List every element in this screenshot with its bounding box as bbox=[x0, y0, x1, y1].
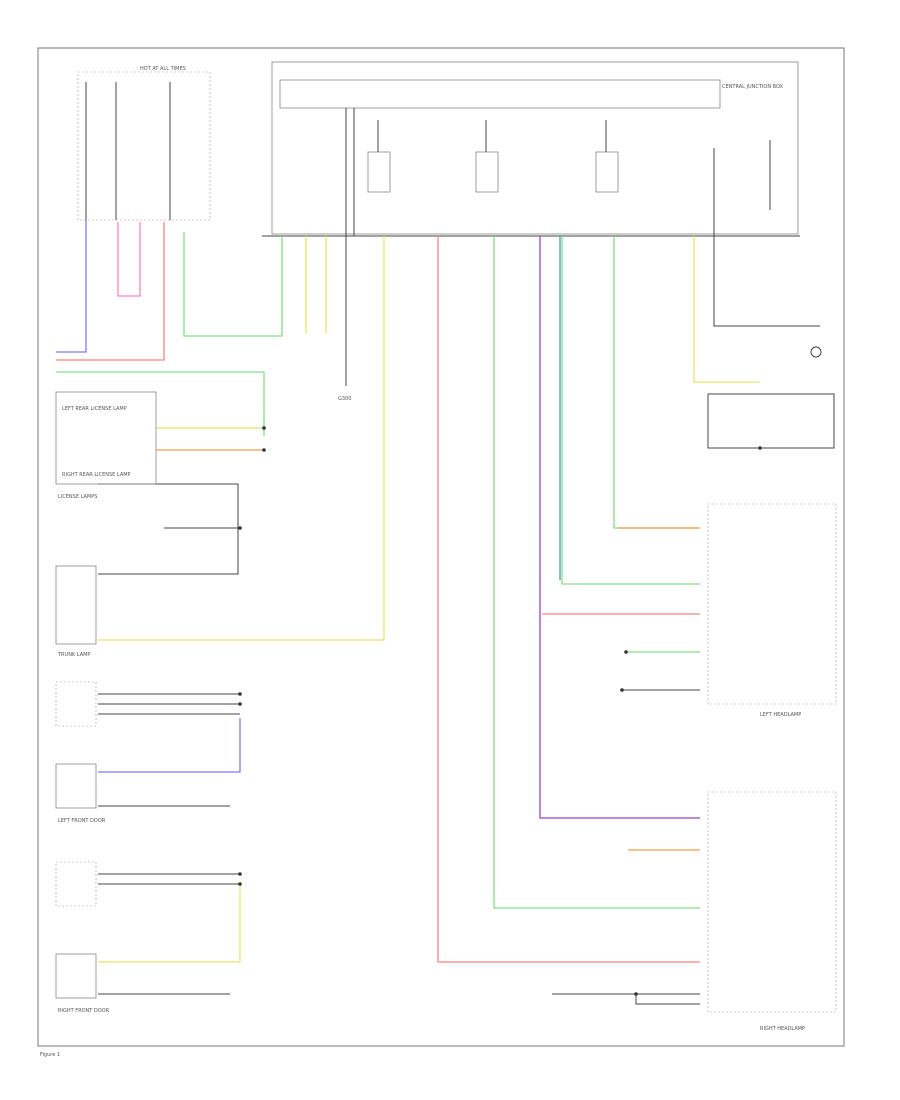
switch-box-1 bbox=[55, 681, 97, 727]
ground-symbol-icon bbox=[810, 346, 822, 358]
bcm-box bbox=[271, 61, 799, 235]
trunk-lamp-box bbox=[55, 565, 97, 645]
left-headlamp-box bbox=[707, 503, 837, 705]
wire-orange bbox=[156, 449, 700, 851]
wire-blue bbox=[56, 220, 241, 773]
fuse-panel-box bbox=[77, 71, 211, 221]
right-license-label: RIGHT REAR LICENSE LAMP bbox=[62, 472, 131, 478]
trunk-lamp-label: TRUNK LAMP bbox=[57, 652, 90, 658]
left-headlamp-label: LEFT HEADLAMP bbox=[760, 712, 801, 718]
license-lamps-label: LICENSE LAMPS bbox=[58, 494, 97, 500]
left-door-switch-box bbox=[55, 763, 97, 809]
bcm-relays bbox=[345, 108, 771, 236]
junction-dots bbox=[238, 426, 762, 996]
right-headlamp-label: RIGHT HEADLAMP bbox=[760, 1026, 805, 1032]
right-door-label: RIGHT FRONT DOOR bbox=[58, 1008, 110, 1014]
wire-green bbox=[56, 232, 700, 909]
right-headlamp-box bbox=[707, 791, 837, 1013]
license-lamp-box bbox=[55, 391, 157, 485]
figure-code: Figure 1 bbox=[40, 1052, 60, 1058]
bcm-title: CENTRAL JUNCTION BOX bbox=[722, 84, 784, 90]
wire-red-pink bbox=[56, 222, 700, 963]
wire-black bbox=[98, 236, 835, 1005]
wire-purple bbox=[539, 236, 700, 819]
outer-frame bbox=[37, 47, 845, 1047]
right-door-switch-box bbox=[55, 953, 97, 999]
fuse-feeds bbox=[85, 82, 171, 220]
left-door-label: LEFT FRONT DOOR bbox=[58, 818, 106, 824]
ground-label: G300 bbox=[338, 396, 351, 402]
switch-box-2 bbox=[55, 861, 97, 907]
wire-yellow bbox=[98, 236, 760, 963]
bcm-inner-box bbox=[279, 79, 721, 109]
fuse-panel-label: HOT AT ALL TIMES bbox=[140, 66, 186, 72]
left-license-label: LEFT REAR LICENSE LAMP bbox=[62, 406, 127, 412]
